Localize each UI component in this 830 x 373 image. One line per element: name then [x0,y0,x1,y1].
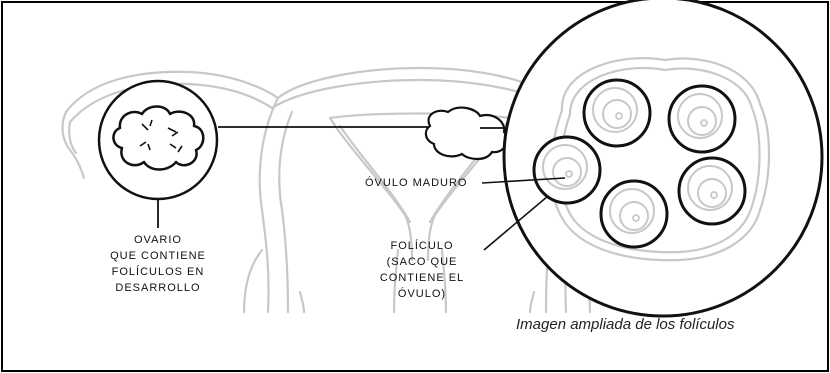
foliculo-label: FOLÍCULO (SACO QUE CONTIENE EL ÓVULO) [370,238,474,302]
ovary-cloud-icon [113,107,203,170]
foliculo-line-3: CONTIENE EL [370,270,474,286]
ovario-line-1: OVARIO [88,232,228,248]
ovulo-maduro-label: ÓVULO MADURO [365,175,467,191]
foliculo-line-2: (SACO QUE [370,254,474,270]
foliculo-line-1: FOLÍCULO [370,238,474,254]
ovario-line-3: FOLÍCULOS EN [88,264,228,280]
follicle-icon [669,86,735,152]
follicle-icon [534,137,600,203]
follicle-icon [601,181,667,247]
follicle-magnifier [504,0,822,316]
ovary-magnifier [99,81,217,228]
foliculo-line-4: ÓVULO) [370,286,474,302]
follicle-icon [584,80,650,146]
ovario-line-2: QUE CONTIENE [88,248,228,264]
magnified-caption: Imagen ampliada de los folículos [516,316,734,333]
follicle-icon [679,158,745,224]
ovario-label: OVARIO QUE CONTIENE FOLÍCULOS EN DESARRO… [88,232,228,296]
ovario-line-4: DESARROLLO [88,280,228,296]
